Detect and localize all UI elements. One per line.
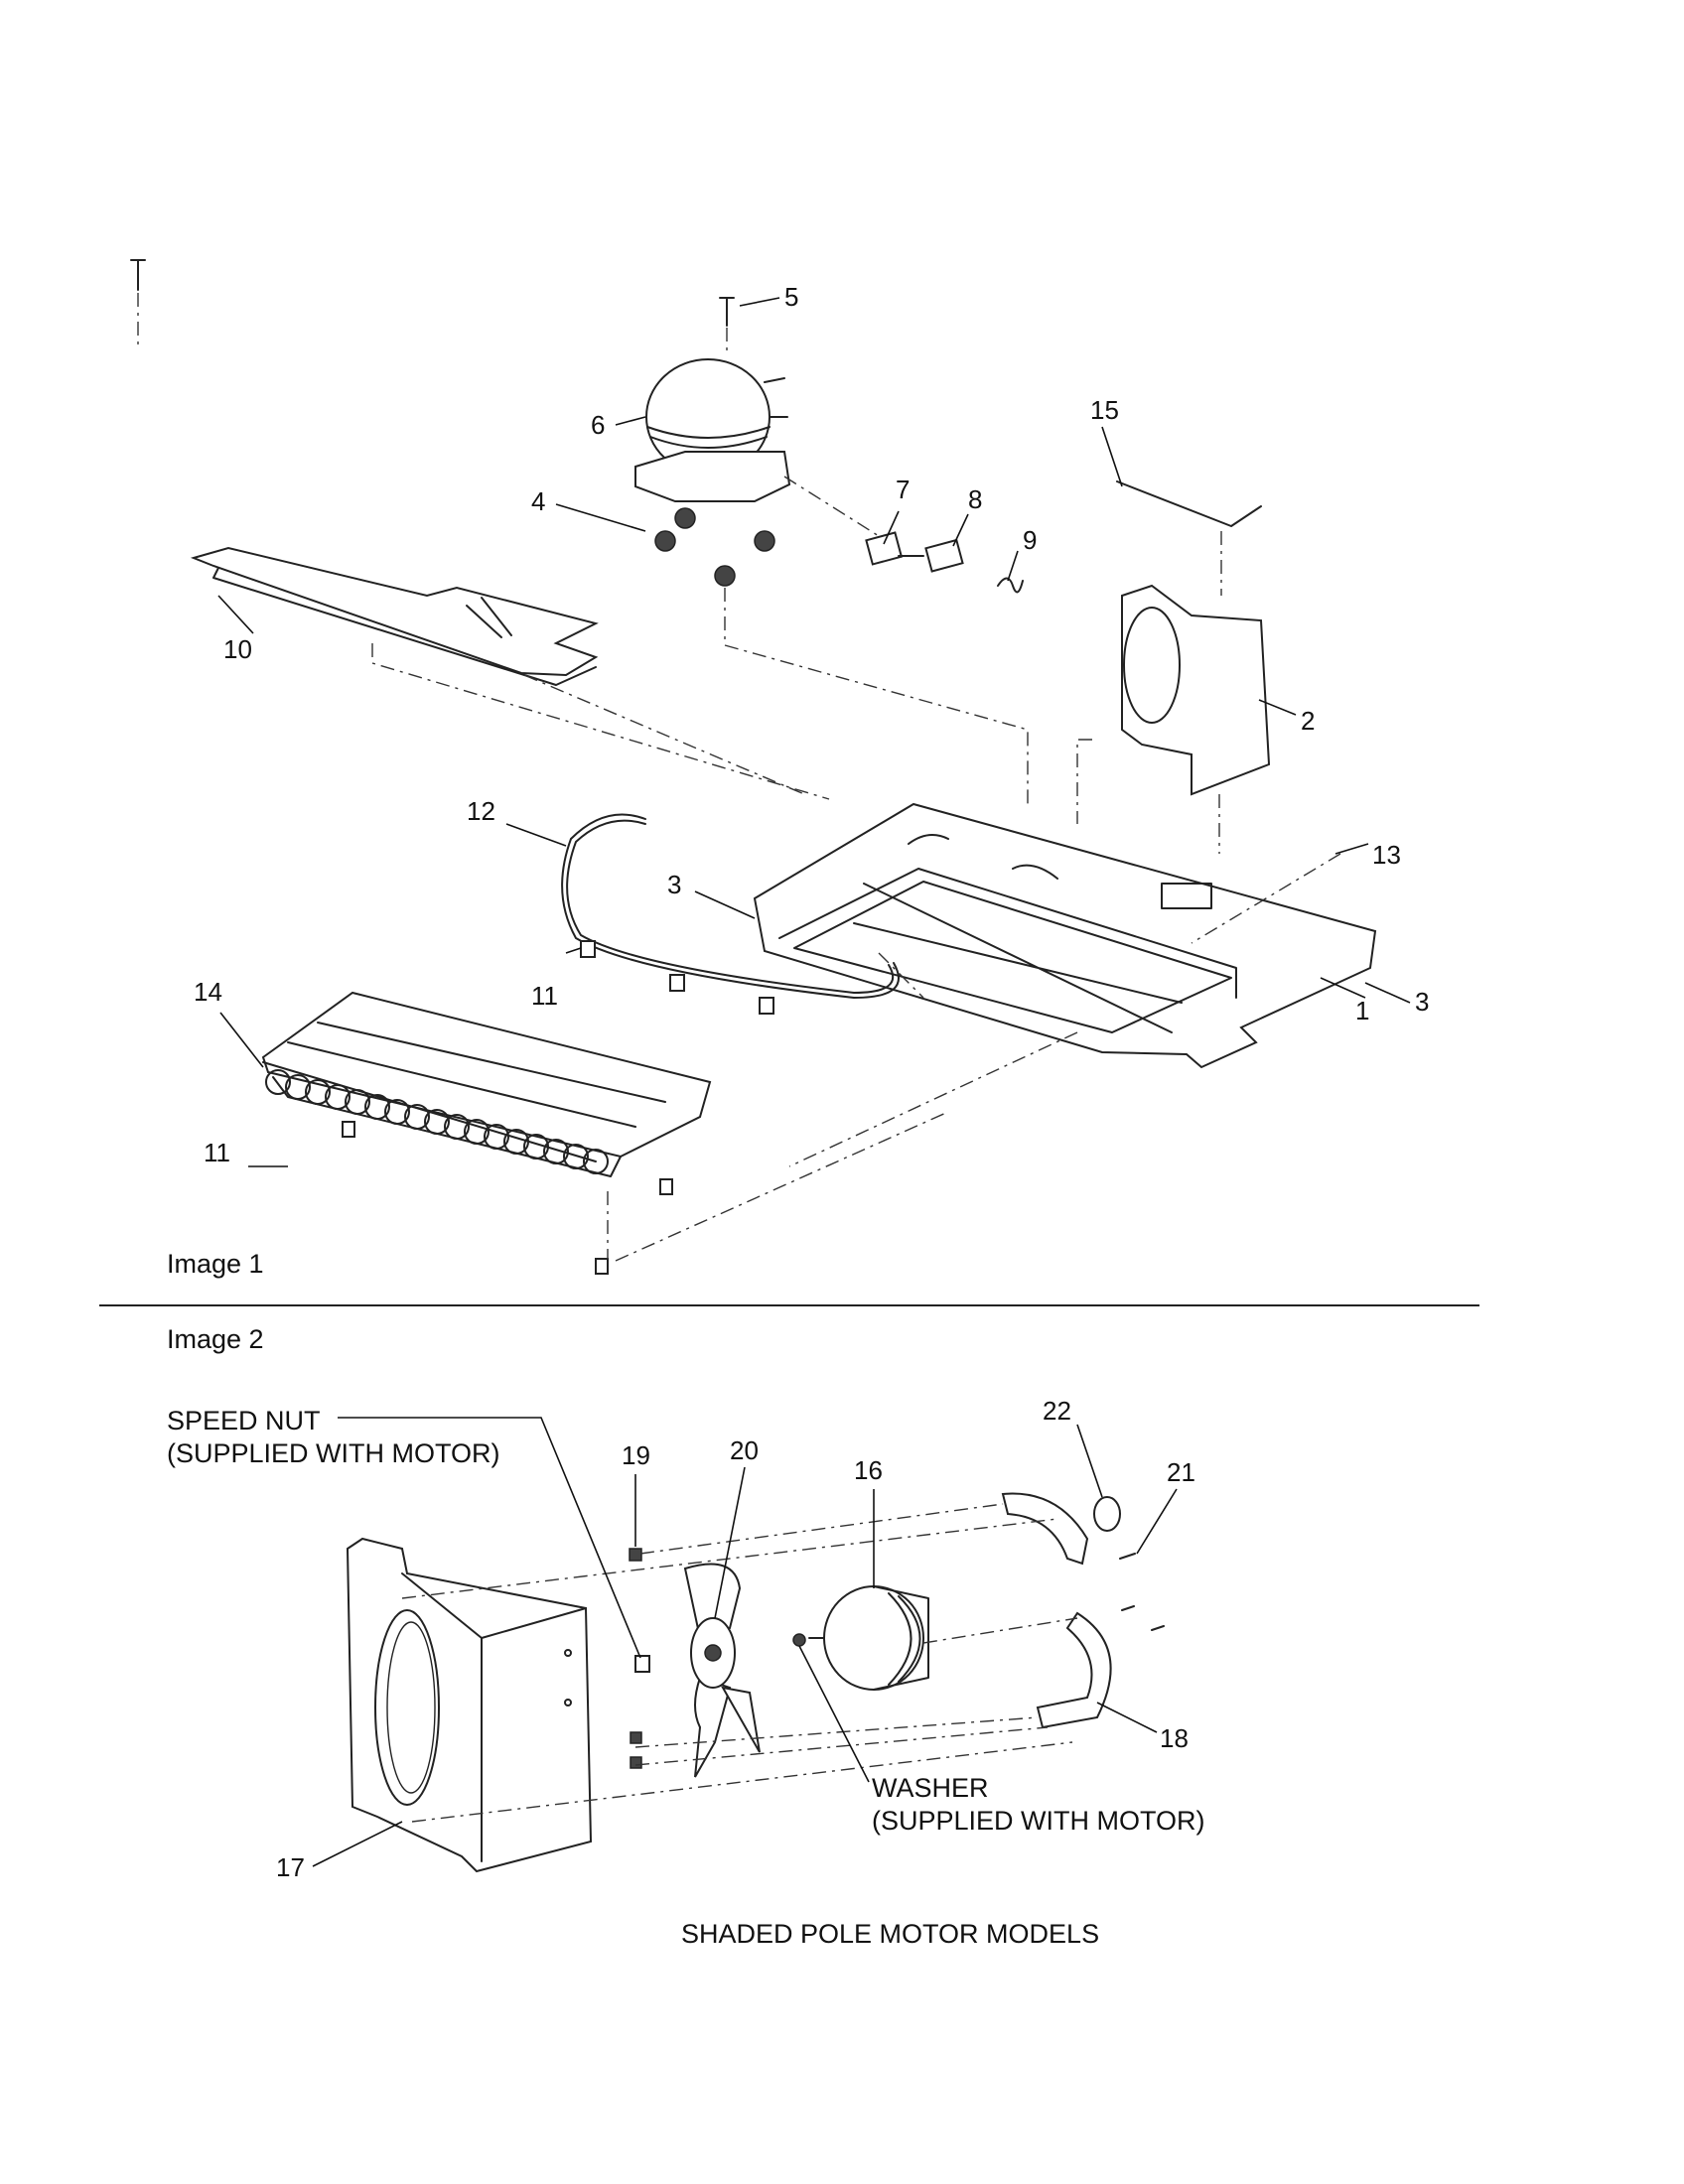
motor: [792, 1585, 929, 1691]
leader-3b: [1364, 982, 1411, 1004]
screw-part-6: [719, 297, 735, 352]
leader-14: [1101, 426, 1123, 487]
washer-label: WASHER: [872, 1773, 989, 1803]
callout-5: 6: [591, 410, 605, 440]
callout-12: 12: [467, 796, 495, 826]
leader-20: [714, 1466, 746, 1619]
leader-9: [1007, 550, 1019, 582]
callout-20: 20: [730, 1435, 759, 1465]
leader-3a: [694, 890, 756, 919]
callout-11a: 11: [531, 981, 558, 1011]
leader-13: [1334, 843, 1369, 855]
callout-21: 21: [1167, 1457, 1195, 1487]
callout-3b: 3: [1415, 987, 1429, 1017]
nut-part-19: [629, 1548, 642, 1562]
relay-assembly: [783, 476, 1024, 594]
callout-8: 8: [968, 484, 982, 514]
callout-17: 16: [854, 1455, 883, 1485]
leader-21: [1136, 1488, 1178, 1555]
callout-4: 4: [531, 486, 545, 516]
leader-6: [739, 297, 780, 307]
leader-2: [1258, 699, 1297, 716]
speed-nut: [634, 1655, 650, 1673]
leader-4: [555, 503, 646, 532]
image-2-panel: Image 2: [167, 1324, 1205, 1949]
callout-9: 9: [1023, 525, 1037, 555]
nut-b: [630, 1756, 642, 1769]
bracket-upper: [1001, 1492, 1136, 1566]
callout-18: 18: [1160, 1723, 1189, 1753]
leader-8: [952, 513, 969, 547]
leader-16: [312, 1821, 403, 1867]
bracket-lower: [1036, 1605, 1165, 1729]
leader-10: [217, 595, 254, 634]
callout-14: 15: [1090, 395, 1119, 425]
callout-13: 13: [1372, 840, 1401, 870]
leader-washer: [798, 1645, 870, 1783]
coil-loops: [265, 1069, 609, 1174]
drain-pan: [190, 546, 830, 800]
fan-shroud: [1076, 480, 1271, 854]
leader-7: [883, 510, 900, 545]
base-plate: [753, 802, 1377, 1167]
compressor: [634, 358, 1029, 804]
leader-12: [505, 823, 567, 847]
diagram-title: SHADED POLE MOTOR MODELS: [681, 1919, 1099, 1949]
condenser-coil: [261, 991, 949, 1275]
leader-15: [219, 1012, 264, 1068]
leader-22: [1076, 1424, 1103, 1498]
image-1-panel: 5 6 4 7 8 9 10 15 2 12 13 3 3 1 11 14 11…: [130, 259, 1429, 1279]
leader-speed-nut: [338, 1417, 641, 1659]
callout-10: 10: [223, 634, 252, 664]
callout-15: 14: [194, 977, 222, 1007]
fan-blade: [683, 1563, 761, 1778]
image-2-caption: Image 2: [167, 1324, 264, 1354]
condenser-tube: [561, 813, 900, 1015]
screw-top: [130, 259, 146, 347]
shroud-part-16: [346, 1537, 593, 1873]
callout-11b: 11: [204, 1138, 230, 1167]
callout-16: 17: [276, 1852, 305, 1882]
leader-18: [1096, 1702, 1158, 1733]
callout-22: 22: [1043, 1396, 1071, 1426]
speed-nut-note: (SUPPLIED WITH MOTOR): [167, 1438, 500, 1468]
leader-5: [615, 416, 646, 426]
leader-11a: [565, 947, 582, 954]
callout-6: 5: [784, 282, 798, 312]
nut-a: [630, 1731, 642, 1744]
callout-3a: 3: [667, 870, 681, 899]
leader-1: [1320, 977, 1366, 999]
callout-7: 7: [896, 475, 910, 504]
callout-2: 2: [1301, 706, 1315, 736]
image-1-caption: Image 1: [167, 1249, 264, 1279]
washer-note: (SUPPLIED WITH MOTOR): [872, 1806, 1205, 1836]
callout-19: 19: [622, 1440, 650, 1470]
callout-1: 1: [1355, 996, 1369, 1025]
speed-nut-label: SPEED NUT: [167, 1406, 321, 1435]
